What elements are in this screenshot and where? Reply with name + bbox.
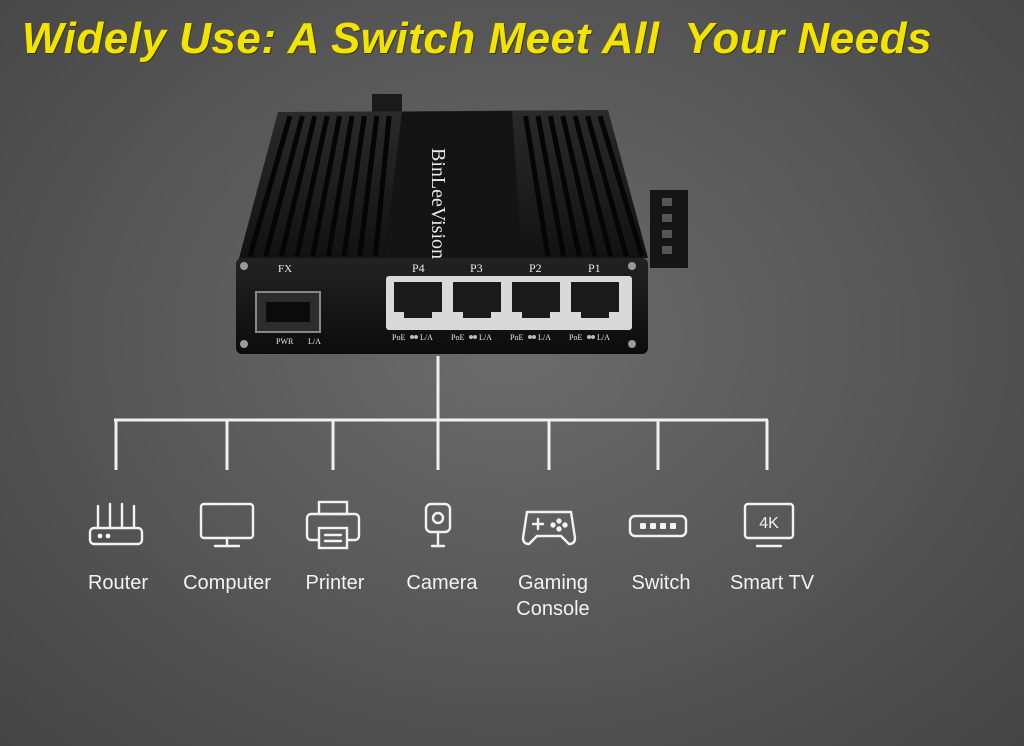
port-la-led-label: L/A <box>597 333 610 342</box>
heatsink-fin <box>247 115 293 257</box>
headline: Widely Use: A Switch Meet All Your Needs <box>22 14 933 63</box>
port-label-p4: P4 <box>412 261 425 275</box>
rj45-port <box>453 282 501 318</box>
status-led <box>473 335 477 339</box>
heatsink-fin <box>547 115 582 257</box>
rj45-block <box>386 276 632 330</box>
heatsink-fin <box>572 115 614 257</box>
heatsink-fin <box>597 115 645 257</box>
brand-label: BinLeeVision <box>427 148 449 259</box>
status-led <box>591 335 595 339</box>
label-router: Router <box>87 572 149 594</box>
din-clip <box>372 94 402 114</box>
label-computer: Computer <box>183 572 271 594</box>
heatsink-fin <box>372 115 392 257</box>
heatsink-fin <box>585 115 629 257</box>
router-icon <box>88 502 144 546</box>
port-label-p3: P3 <box>470 261 483 275</box>
camera-icon <box>424 502 452 548</box>
heatsink-fin <box>294 115 330 257</box>
gamepad-icon <box>521 510 577 546</box>
port-la-led-label: L/A <box>538 333 551 342</box>
status-led <box>587 335 591 339</box>
printer-icon <box>305 500 361 550</box>
tv-4k-icon: 4K <box>743 502 795 548</box>
pwr-led-label: PWR <box>276 337 294 346</box>
label-printer: Printer <box>305 572 365 594</box>
port-poe-led-label: PoE <box>569 333 582 342</box>
port-poe-led-label: PoE <box>451 333 464 342</box>
label-gaming-console: Gaming Console <box>516 572 590 620</box>
port-label-p1: P1 <box>588 261 601 275</box>
rj45-port <box>571 282 619 318</box>
status-led <box>469 335 473 339</box>
port-label-p2: P2 <box>529 261 542 275</box>
label-switch: Switch <box>631 572 691 594</box>
status-led <box>410 335 414 339</box>
status-led <box>414 335 418 339</box>
label-smart-tv: Smart TV <box>729 572 815 594</box>
fx-label: FX <box>278 263 292 275</box>
heatsink-fin <box>560 115 598 257</box>
label-plate <box>384 111 522 260</box>
heatsink-fin <box>357 115 380 257</box>
port-poe-led-label: PoE <box>510 333 523 342</box>
port-la-led-label: L/A <box>420 333 433 342</box>
port-poe-led-label: PoE <box>392 333 405 342</box>
status-led <box>528 335 532 339</box>
status-led <box>532 335 536 339</box>
port-la-led-label: L/A <box>479 333 492 342</box>
heatsink-fin <box>341 115 367 257</box>
switch-device-image: BinLeeVision FX PWR L/A P4 P3 P2 P1 PoE L… <box>236 94 688 354</box>
label-camera: Camera <box>406 572 478 594</box>
heatsink-fin <box>325 115 355 257</box>
heatsink-fin <box>263 115 305 257</box>
tv-badge: 4K <box>759 515 779 532</box>
heatsink-fin <box>278 115 318 257</box>
heatsink-fin <box>310 115 343 257</box>
heatsink-fin <box>523 115 551 257</box>
la-led-label: L/A <box>308 337 321 346</box>
rj45-port <box>394 282 442 318</box>
computer-icon <box>199 502 255 548</box>
switch-icon <box>628 514 688 538</box>
rj45-port <box>512 282 560 318</box>
heatsink-fin <box>535 115 567 257</box>
